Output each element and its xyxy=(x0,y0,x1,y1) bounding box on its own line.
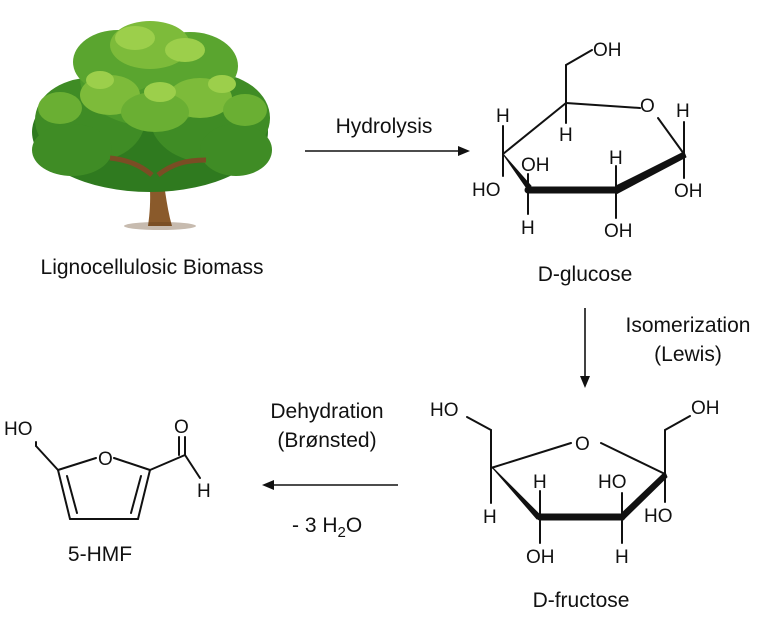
glucose-c2-oh: OH xyxy=(604,221,633,242)
dehydration-arrow xyxy=(262,480,398,490)
hmf-aldehyde-oxygen: O xyxy=(174,417,189,438)
fructose-c5-h: H xyxy=(483,507,497,528)
glucose-c3-h: H xyxy=(521,218,535,239)
tree-branches-front xyxy=(109,155,207,177)
hydrolysis-arrow xyxy=(305,146,470,156)
water-loss-prefix: - 3 H xyxy=(292,514,338,537)
fructose-c4-oh: OH xyxy=(526,547,555,568)
fructose-ring-oxygen: O xyxy=(575,434,590,455)
glucose-ch2oh-oh: OH xyxy=(593,40,622,61)
fructose-c6-ho: HO xyxy=(430,400,459,421)
dehydration-catalyst-label: (Brønsted) xyxy=(277,429,376,452)
isomerization-label: Isomerization xyxy=(626,314,751,337)
dehydration-label: Dehydration xyxy=(270,400,383,423)
isomerization-catalyst-label: (Lewis) xyxy=(654,343,722,366)
water-loss-label: - 3 H2O xyxy=(292,514,362,541)
water-loss-suffix: O xyxy=(346,514,362,537)
glucose-c3-oh: OH xyxy=(521,155,550,176)
fructose-c4-h: H xyxy=(533,472,547,493)
glucose-c4-ho: HO xyxy=(472,180,501,201)
hmf-ring-oxygen: O xyxy=(98,449,113,470)
tree-canopy xyxy=(32,21,272,192)
glucose-structure: OH O H H H OH H HO OH H OH xyxy=(472,40,703,242)
glucose-c1-h: H xyxy=(676,101,690,122)
water-loss-subscript: 2 xyxy=(338,524,346,541)
fructose-c3-h: H xyxy=(615,547,629,568)
fructose-c3-ho: HO xyxy=(598,472,627,493)
hmf-aldehyde-h: H xyxy=(197,481,211,502)
hmf-label: 5-HMF xyxy=(68,543,132,566)
glucose-ring-oxygen: O xyxy=(640,96,655,117)
tree-illustration xyxy=(32,21,272,230)
fructose-c2-ho: HO xyxy=(644,506,673,527)
isomerization-arrow xyxy=(580,308,590,388)
glucose-c5-h: H xyxy=(559,125,573,146)
hmf-hydroxyl-ho: HO xyxy=(4,419,33,440)
fructose-label: D-fructose xyxy=(533,589,630,612)
hmf-structure: HO O O H xyxy=(4,417,211,520)
fructose-c1-oh: OH xyxy=(691,398,720,419)
glucose-label: D-glucose xyxy=(538,263,633,286)
fructose-structure: HO O OH H HO H HO OH H xyxy=(430,398,720,568)
biomass-label: Lignocellulosic Biomass xyxy=(41,256,264,279)
glucose-c1-oh: OH xyxy=(674,181,703,202)
hydrolysis-label: Hydrolysis xyxy=(336,115,433,138)
glucose-c4-h: H xyxy=(496,106,510,127)
glucose-c2-h: H xyxy=(609,148,623,169)
